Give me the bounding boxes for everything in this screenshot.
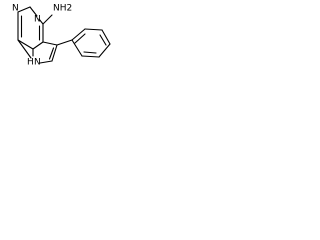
bond-c8-n7 [39, 60, 53, 64]
bond-c2-n1 [17, 6, 31, 13]
bond-c5-c4 [32, 41, 44, 50]
ring-n-left-label: N [12, 4, 19, 14]
bond-ph-3-4 [101, 29, 111, 45]
bond-c3-amine [42, 14, 53, 25]
bond-c3-n3 [38, 18, 44, 25]
bond-ph-1-2-inner [74, 33, 86, 44]
chemical-structure: NH2 N N N H [12, 4, 111, 68]
amine-label: NH2 [53, 4, 72, 14]
bond-c6-n7 [17, 39, 32, 59]
bond-ph-6-1 [71, 39, 83, 57]
bond-ph-1-2 [71, 28, 86, 41]
bond-c9-c8 [51, 44, 58, 62]
bond-ph-4-5 [98, 43, 111, 58]
ring-n-top-label: N [34, 15, 41, 25]
bond-n3-c2 [29, 6, 38, 17]
bond-ph-2-3 [84, 28, 103, 31]
bond-c9-c8-inner [48, 47, 55, 60]
pyrrole-n-label: N [34, 58, 41, 68]
bond-ph-5-6 [81, 55, 100, 58]
bond-ph-5-6-inner [83, 51, 97, 54]
bond-c9-phenyl [56, 39, 73, 46]
bond-c4-c9 [42, 41, 58, 46]
bond-ph-3-4-inner [99, 34, 107, 46]
pyrrole-h-label: H [27, 58, 34, 68]
bond-c6-c5 [17, 39, 34, 50]
